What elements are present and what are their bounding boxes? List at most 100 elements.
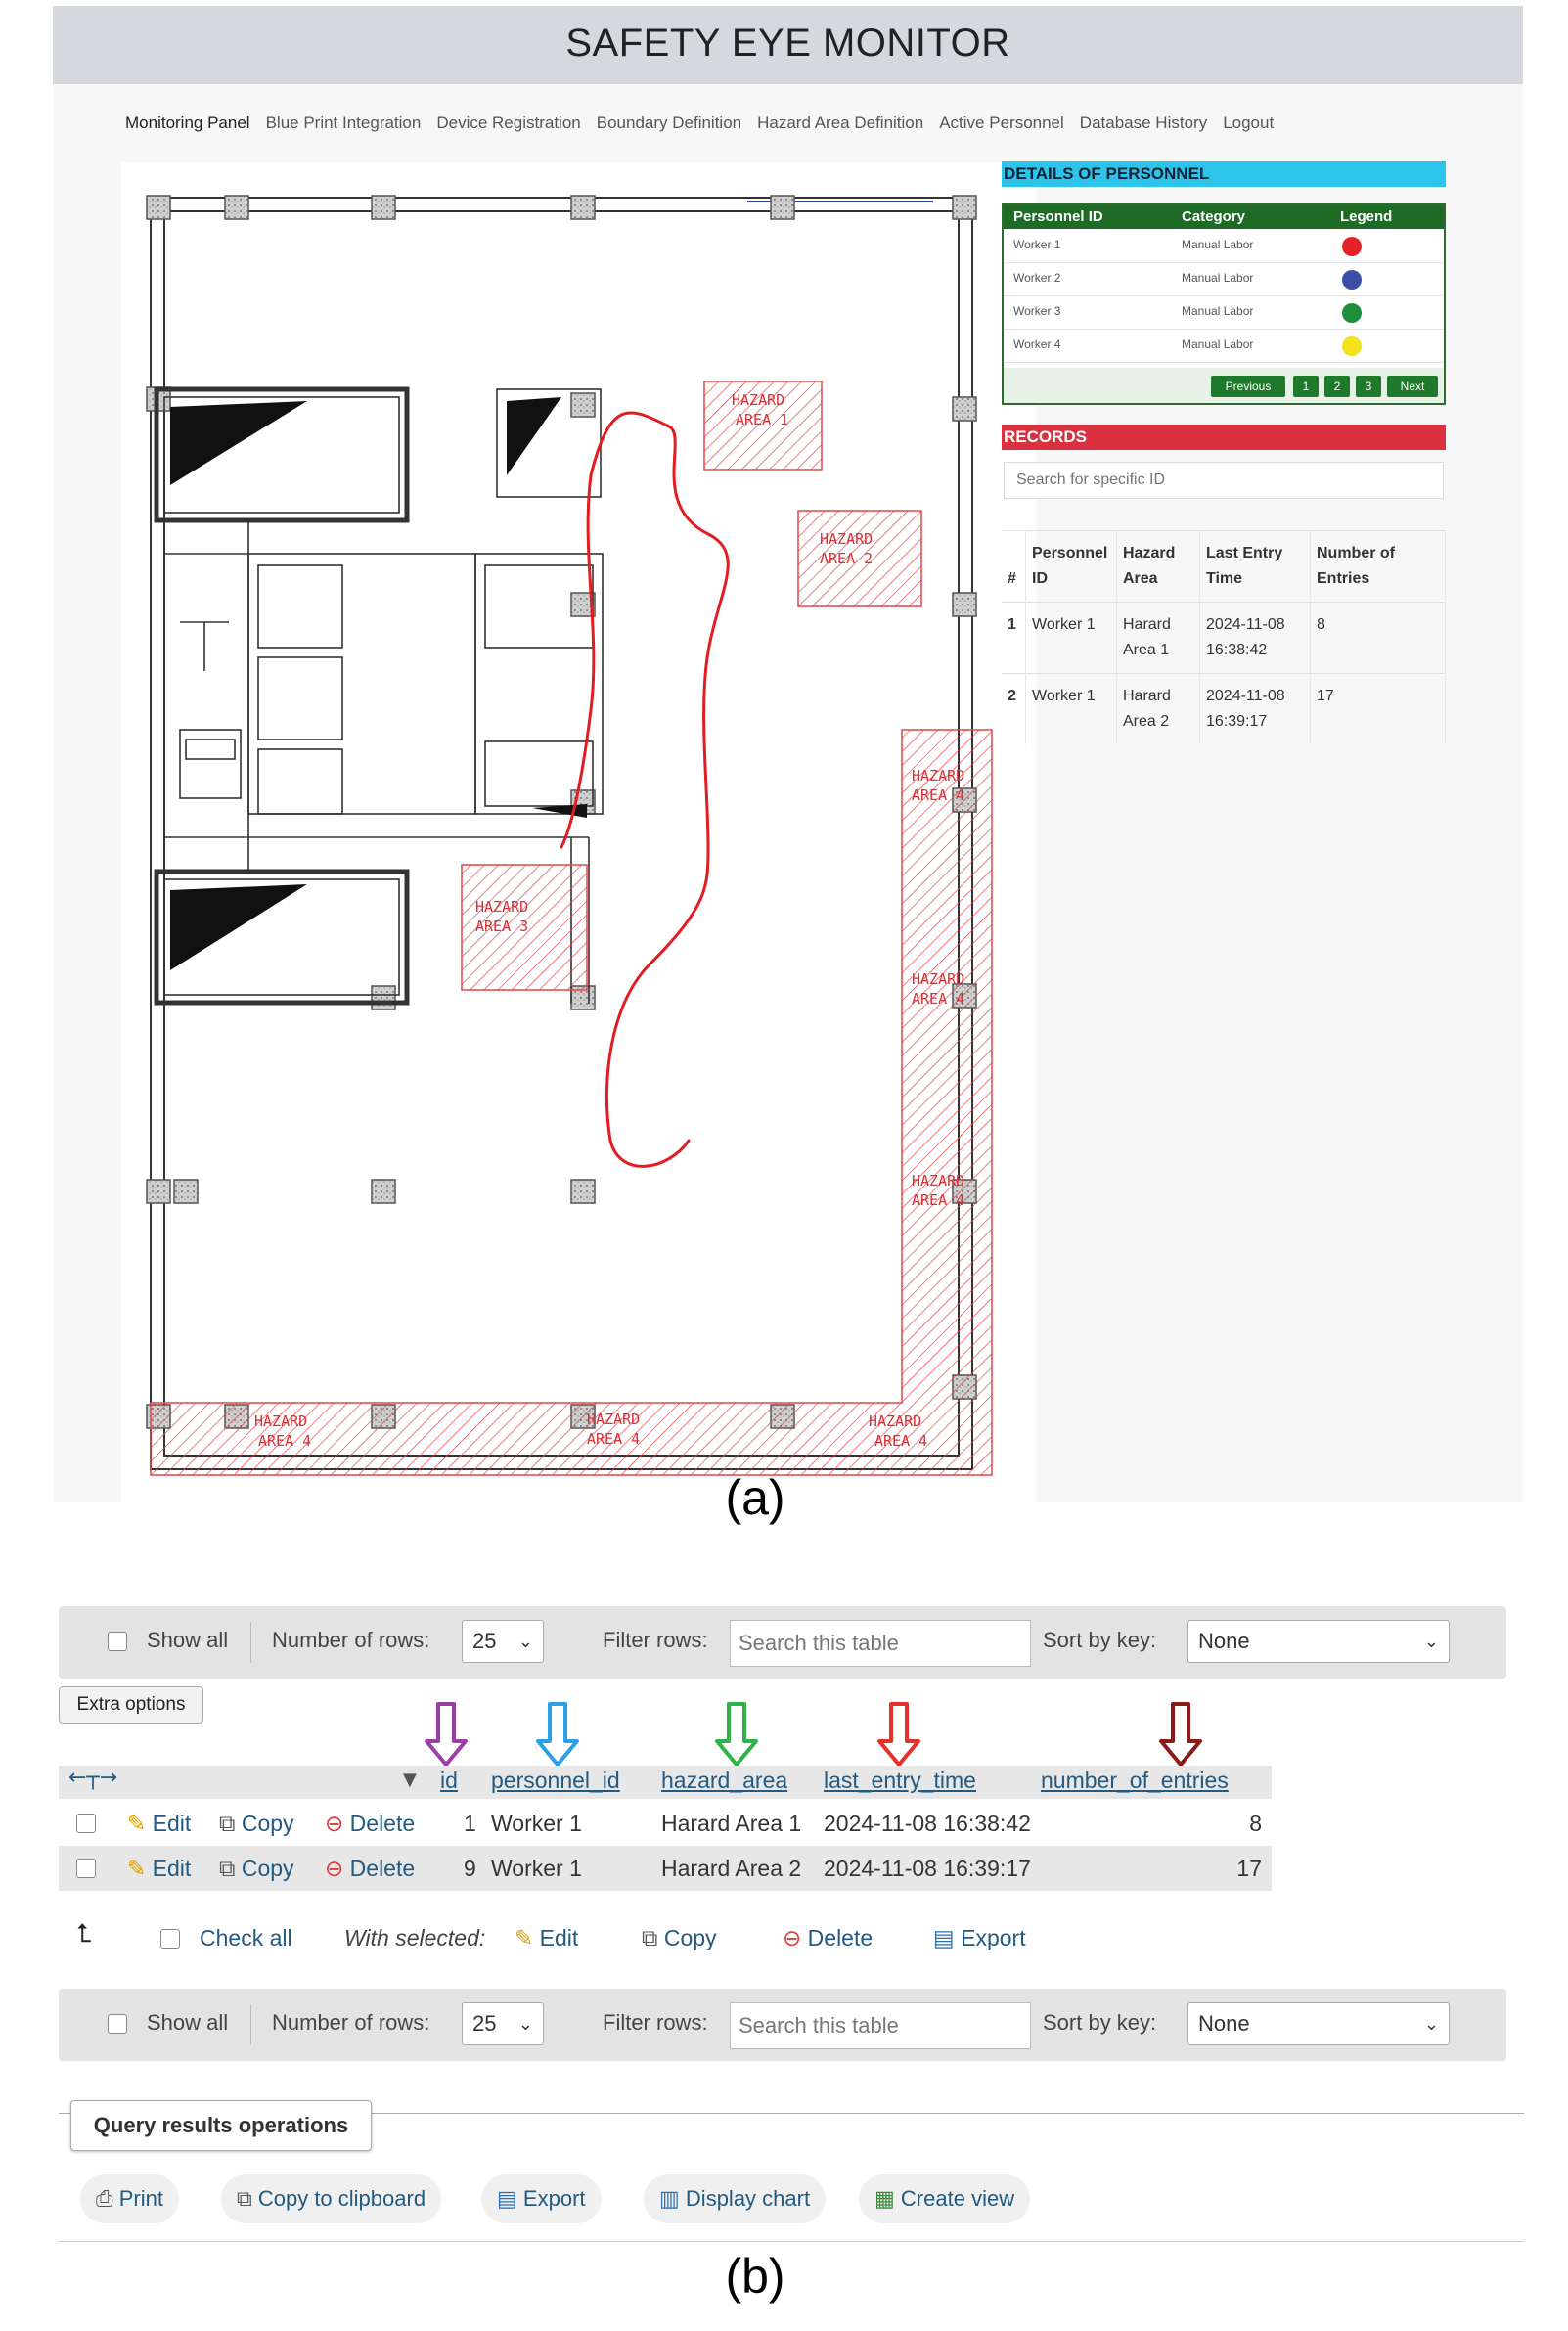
copy-link[interactable]: ⧉ Copy: [219, 1856, 294, 1882]
nav-active-personnel[interactable]: Active Personnel: [939, 113, 1064, 132]
column-arrows: [425, 1702, 1202, 1767]
hazard-area-1: HAZARD AREA 1: [703, 381, 823, 471]
col-number-of-entries: Number of Entries: [1310, 530, 1446, 603]
export-icon: ▤: [933, 1926, 955, 1951]
sort-value: None: [1198, 2011, 1250, 2036]
show-all-checkbox[interactable]: [108, 1632, 127, 1651]
pager-page-1-button[interactable]: 1: [1293, 376, 1319, 397]
record-personnel-id: Worker 1: [1025, 673, 1117, 744]
arrow-down-icon: [1159, 1702, 1202, 1767]
column-personnel-id[interactable]: personnel_id: [491, 1768, 620, 1793]
personnel-row: Worker 3 Manual Labor: [1004, 295, 1444, 330]
delete-link[interactable]: ⊖ Delete: [325, 1856, 416, 1882]
check-all-label[interactable]: Check all: [200, 1925, 292, 1950]
cell-id: 1: [464, 1811, 476, 1836]
copy-icon: ⧉: [642, 1926, 658, 1951]
show-all-checkbox[interactable]: [108, 2014, 127, 2034]
worker-1-trajectory: [560, 411, 730, 1168]
display-chart-button[interactable]: ▥ Display chart: [644, 2174, 827, 2223]
nav-hazard-area-definition[interactable]: Hazard Area Definition: [757, 113, 924, 132]
svg-text:AREA 3: AREA 3: [475, 918, 528, 935]
nav-monitoring-panel[interactable]: Monitoring Panel: [125, 113, 250, 132]
record-number-of-entries: 17: [1310, 673, 1446, 744]
hazard-area-2: HAZARD AREA 2: [797, 510, 922, 607]
show-all-label: Show all: [147, 1628, 229, 1652]
export-button[interactable]: ▤ Export: [481, 2174, 602, 2223]
records-table: # Personnel ID Hazard Area Last Entry Ti…: [1002, 530, 1446, 744]
filter-input[interactable]: Search this table: [730, 2002, 1031, 2049]
nav-database-history[interactable]: Database History: [1079, 113, 1208, 132]
record-search-input[interactable]: [1004, 462, 1444, 499]
bulk-export-button[interactable]: ▤ Export: [933, 1925, 1026, 1951]
pager-previous-button[interactable]: Previous: [1211, 376, 1285, 397]
personnel-table: Personnel ID Category Legend Worker 1 Ma…: [1002, 203, 1446, 405]
svg-text:AREA 4: AREA 4: [874, 1432, 927, 1450]
rows-label: Number of rows:: [272, 2010, 430, 2035]
arrow-down-icon: [536, 1702, 579, 1767]
chevron-down-icon: ⌄: [1423, 2014, 1439, 2034]
personnel-id: Worker 3: [1013, 304, 1061, 318]
arrow-down-icon: [425, 1702, 468, 1767]
filter-label: Filter rows:: [603, 1628, 708, 1652]
results-header: ←┬→ ▼ id personnel_id hazard_area last_e…: [59, 1766, 1272, 1799]
filter-input[interactable]: Search this table: [730, 1620, 1031, 1667]
column-last-entry-time[interactable]: last_entry_time: [824, 1768, 976, 1793]
personnel-category: Manual Labor: [1182, 271, 1254, 285]
nav-blue-print-integration[interactable]: Blue Print Integration: [265, 113, 422, 132]
record-hazard-area: Harard Area 2: [1116, 673, 1200, 744]
column-number-of-entries[interactable]: number_of_entries: [1041, 1768, 1229, 1793]
rows-select[interactable]: 25⌄: [462, 2002, 544, 2045]
rows-value: 25: [472, 2011, 497, 2036]
sort-select[interactable]: None ⌄: [1187, 2002, 1450, 2045]
blueprint-canvas[interactable]: HAZARD AREA 1 HAZARD AREA 2 HAZARD AREA …: [121, 162, 1036, 1502]
interior-walls: [154, 386, 604, 1006]
monitor-panel: SAFETY EYE MONITOR Monitoring Panel Blue…: [53, 6, 1523, 1502]
personnel-category: Manual Labor: [1182, 238, 1254, 251]
pager-page-2-button[interactable]: 2: [1324, 376, 1350, 397]
personnel-id: Worker 1: [1013, 238, 1061, 251]
check-all-checkbox[interactable]: [160, 1929, 180, 1949]
column-id[interactable]: id: [440, 1768, 458, 1793]
arrow-down-icon: [877, 1702, 920, 1767]
copy-to-clipboard-button[interactable]: ⧉ Copy to clipboard: [221, 2174, 442, 2223]
bulk-copy-button[interactable]: ⧉ Copy: [642, 1925, 717, 1951]
print-button[interactable]: ⎙ Print: [80, 2174, 179, 2223]
bulk-edit-button[interactable]: ✎ Edit: [515, 1925, 579, 1951]
pager-next-button[interactable]: Next: [1387, 376, 1438, 397]
sort-triangle-icon[interactable]: ▼: [403, 1770, 417, 1790]
export-icon: ▤: [497, 2187, 517, 2212]
bulk-delete-button[interactable]: ⊖ Delete: [783, 1925, 874, 1951]
wall-fills: [170, 397, 587, 970]
svg-text:AREA 4: AREA 4: [912, 786, 964, 804]
nav-logout[interactable]: Logout: [1223, 113, 1275, 132]
app-header: SAFETY EYE MONITOR: [53, 6, 1523, 84]
create-view-button[interactable]: ▦ Create view: [859, 2174, 1031, 2223]
cell-personnel-id: Worker 1: [491, 1811, 582, 1836]
cell-number-of-entries: 17: [1236, 1856, 1262, 1881]
cell-last-entry-time: 2024-11-08 16:38:42: [824, 1811, 1031, 1836]
pencil-icon: ✎: [515, 1926, 534, 1951]
sort-select[interactable]: None⌄: [1187, 1620, 1450, 1663]
arrow-down-icon: [715, 1702, 758, 1767]
rows-label: Number of rows:: [272, 1628, 430, 1652]
copy-link[interactable]: ⧉ Copy: [219, 1811, 294, 1837]
nav-boundary-definition[interactable]: Boundary Definition: [596, 113, 742, 132]
extra-options-button[interactable]: Extra options: [59, 1686, 203, 1724]
printer-icon: ⎙: [96, 2187, 113, 2212]
query-results-operations-title: Query results operations: [70, 2100, 372, 2151]
details-of-personnel-title: DETAILS OF PERSONNEL: [1002, 161, 1446, 187]
edit-link[interactable]: ✎ Edit: [127, 1811, 192, 1837]
nav-device-registration[interactable]: Device Registration: [436, 113, 581, 132]
pager-page-3-button[interactable]: 3: [1356, 376, 1381, 397]
edit-link[interactable]: ✎ Edit: [127, 1856, 192, 1882]
row-checkbox[interactable]: [76, 1814, 96, 1833]
table-row: ✎ Edit ⧉ Copy ⊖ Delete 9 Worker 1 Harard…: [59, 1846, 1272, 1891]
record-personnel-id: Worker 1: [1025, 602, 1117, 674]
column-hazard-area[interactable]: hazard_area: [661, 1768, 788, 1793]
rows-select[interactable]: 25⌄: [462, 1620, 544, 1663]
delete-link[interactable]: ⊖ Delete: [325, 1811, 416, 1837]
row-checkbox[interactable]: [76, 1859, 96, 1878]
cell-personnel-id: Worker 1: [491, 1856, 582, 1881]
column-resize-icon[interactable]: ←┬→: [68, 1766, 118, 1790]
floor-plan: HAZARD AREA 1 HAZARD AREA 2 HAZARD AREA …: [146, 195, 993, 1476]
